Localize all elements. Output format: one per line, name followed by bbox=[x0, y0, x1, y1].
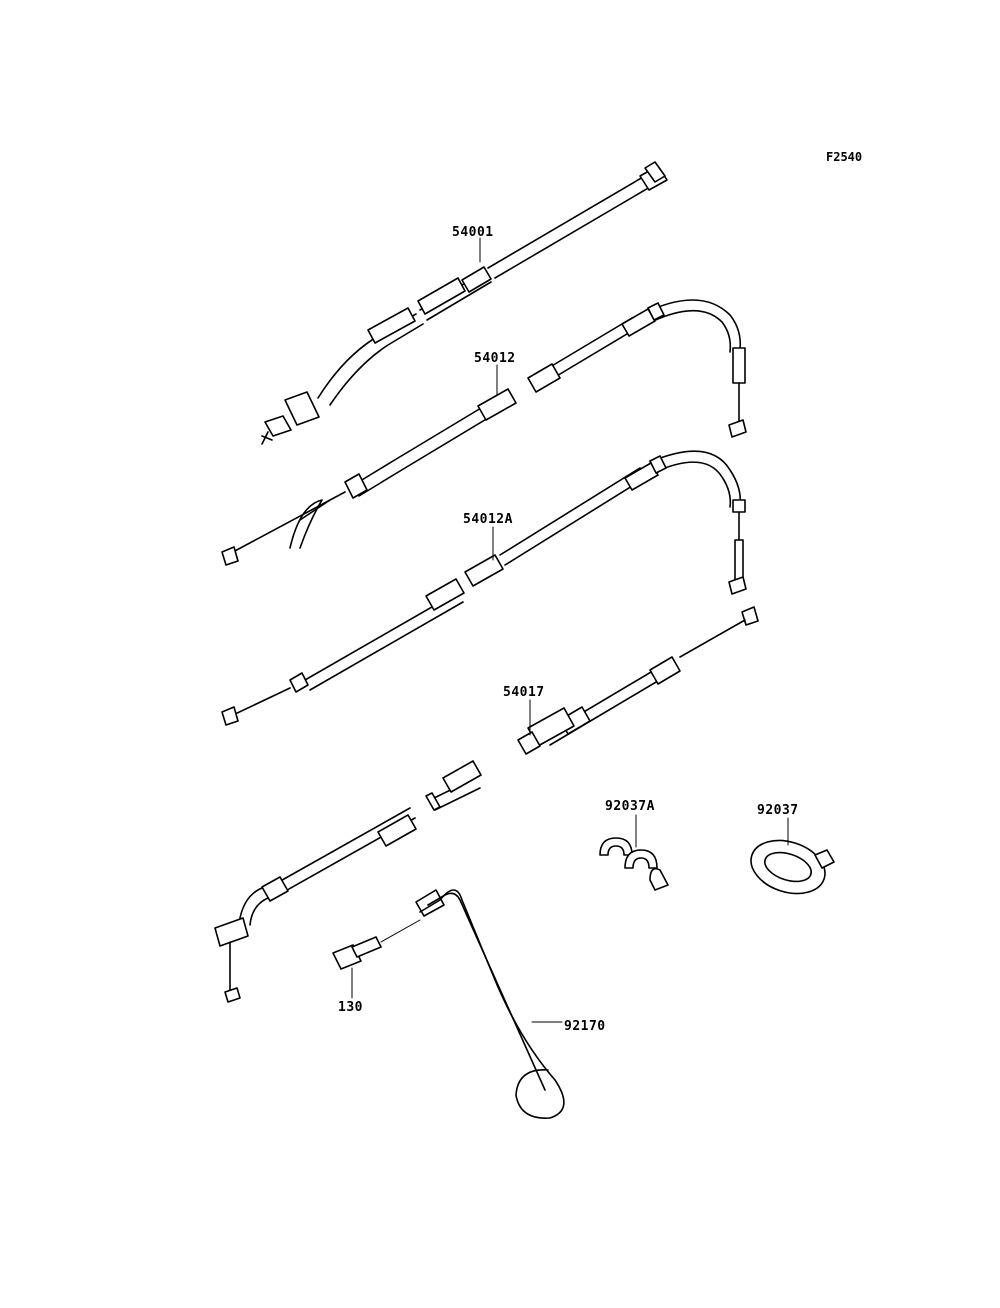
label-130: 130 bbox=[338, 1000, 363, 1015]
label-54017: 54017 bbox=[503, 685, 545, 700]
speedometer-cable-54001 bbox=[262, 162, 667, 444]
figure-reference: F2540 bbox=[826, 150, 862, 164]
clamp-92037 bbox=[744, 831, 834, 902]
choke-cable-54017 bbox=[215, 607, 758, 1002]
label-54012: 54012 bbox=[474, 351, 516, 366]
label-54001: 54001 bbox=[452, 225, 494, 240]
throttle-cable-54012 bbox=[222, 300, 746, 565]
label-92170: 92170 bbox=[564, 1019, 606, 1034]
clamp-92037A bbox=[600, 838, 668, 890]
label-92037: 92037 bbox=[757, 803, 799, 818]
bolt-130 bbox=[333, 920, 420, 969]
label-54012A: 54012A bbox=[463, 512, 513, 527]
bracket-92170 bbox=[416, 890, 564, 1118]
label-92037A: 92037A bbox=[605, 799, 655, 814]
throttle-cable-54012A bbox=[222, 451, 746, 725]
